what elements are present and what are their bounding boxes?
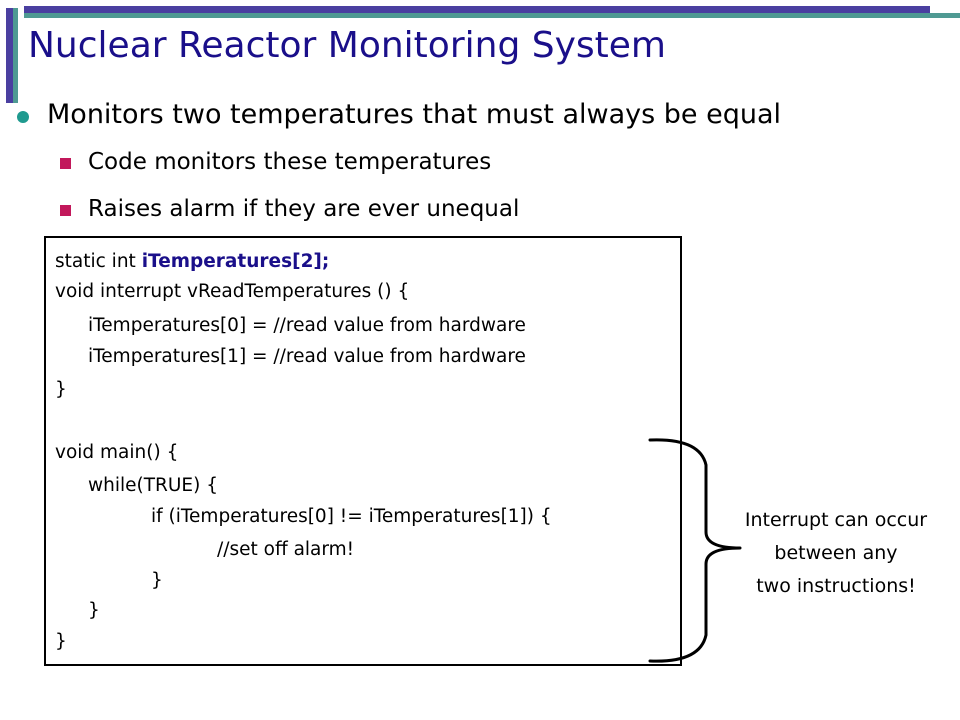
code-highlight: iTemperatures[2]; <box>141 251 330 272</box>
code-line-8: if (iTemperatures[0] != iTemperatures[1]… <box>151 506 552 527</box>
annotation-line-3: two instructions! <box>756 575 916 597</box>
sub-bullet-2: Raises alarm if they are ever unequal <box>88 196 520 222</box>
annotation-line-1: Interrupt can occur <box>744 509 928 531</box>
code-line-9: //set off alarm! <box>217 539 355 560</box>
sub-bullet-square-icon <box>60 158 71 169</box>
sub-bullet-square-icon <box>60 205 71 216</box>
frame-top-teal-bar <box>24 13 960 18</box>
code-line-1-prefix: static int <box>55 251 142 272</box>
annotation-line-2: between any <box>774 542 898 564</box>
sub-bullet-1: Code monitors these temperatures <box>88 149 492 175</box>
code-line-6: void main() { <box>55 442 179 463</box>
code-block: static int iTemperatures[2]; void interr… <box>44 236 682 666</box>
code-line-2: void interrupt vReadTemperatures () { <box>55 281 410 302</box>
interrupt-annotation: Interrupt can occur between any two inst… <box>716 504 956 603</box>
code-line-12: } <box>55 631 67 652</box>
frame-left-teal-bar <box>13 8 18 103</box>
slide-title: Nuclear Reactor Monitoring System <box>28 25 666 66</box>
code-line-7: while(TRUE) { <box>88 475 218 496</box>
bullet-dot-icon <box>17 111 29 123</box>
curly-brace-icon <box>648 438 742 663</box>
code-line-3: iTemperatures[0] = //read value from har… <box>88 315 526 336</box>
code-line-11: } <box>88 600 100 621</box>
frame-left-blue-bar <box>6 8 13 103</box>
code-line-5: } <box>55 379 67 400</box>
frame-top-blue-bar <box>24 6 930 13</box>
main-bullet: Monitors two temperatures that must alwa… <box>47 99 782 130</box>
code-line-1: static int iTemperatures[2]; <box>55 250 329 274</box>
code-line-4: iTemperatures[1] = //read value from har… <box>88 346 526 367</box>
code-line-10: } <box>151 570 163 591</box>
